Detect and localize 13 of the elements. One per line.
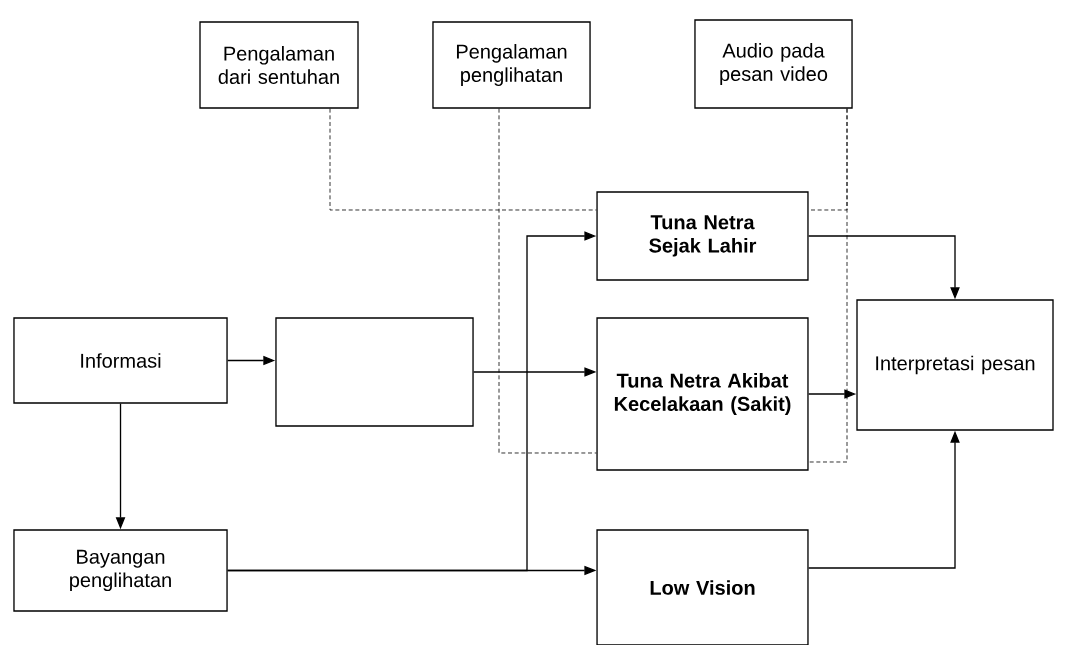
process-box: Informasi (13, 317, 228, 404)
process-box: Interpretasi pesan (856, 299, 1054, 431)
process-box: Tuna Netra Akibat Kecelakaan (Sakit) (596, 317, 809, 471)
dashed-line (498, 108, 597, 454)
process-box: Pengalaman penglihatan (432, 21, 591, 109)
process-box: Bayangan penglihatan (13, 529, 228, 612)
process-box (275, 317, 474, 427)
dashed-line (329, 108, 597, 211)
process-box: Tuna Netra Sejak Lahir (596, 191, 809, 281)
process-box: Pengalaman dari sentuhan (199, 21, 359, 109)
dashed-line (808, 108, 848, 463)
process-box: Low Vision (596, 529, 809, 645)
process-box: Audio pada pesan video (694, 19, 853, 109)
